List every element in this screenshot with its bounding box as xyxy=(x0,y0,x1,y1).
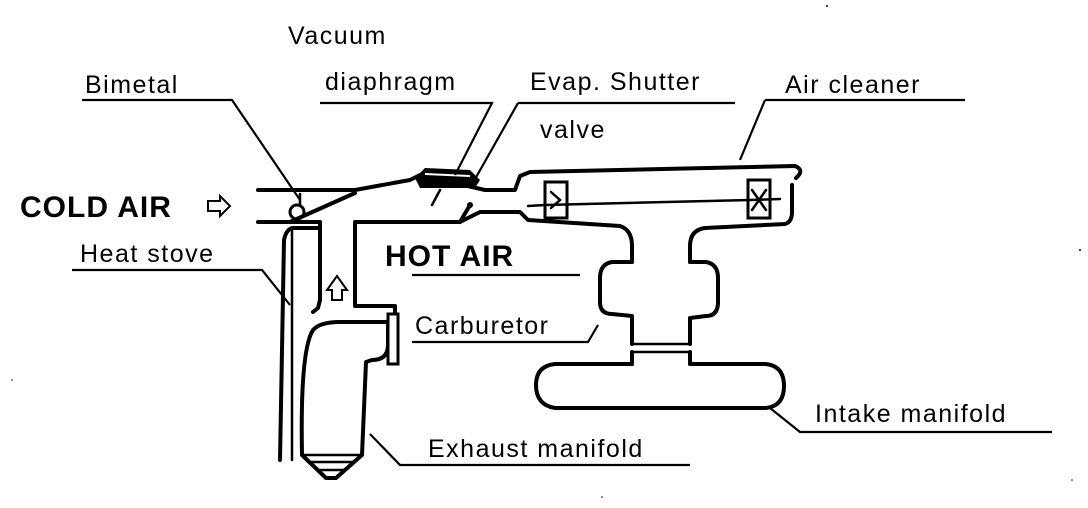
exhaust-manifold xyxy=(299,312,400,480)
intake-manifold-label: Intake manifold xyxy=(815,400,1007,428)
filter-element-left xyxy=(543,180,569,220)
evap-valve-label: valve xyxy=(540,116,606,144)
evap-shutter-label: Evap. Shutter xyxy=(530,68,701,96)
air-cleaner-label: Air cleaner xyxy=(785,71,921,99)
exhaust-manifold-label: Exhaust manifold xyxy=(428,435,644,463)
carburetor xyxy=(598,260,720,366)
bimetal-label: Bimetal xyxy=(85,71,179,99)
cold-air-label: COLD AIR xyxy=(20,191,172,224)
vacuum-label-line1: Vacuum xyxy=(288,22,387,50)
hot-air-label: HOT AIR xyxy=(385,240,514,273)
evap-shutter-valve xyxy=(458,202,473,224)
vacuum-label-line2: diaphragm xyxy=(325,68,457,96)
leader-lines xyxy=(72,98,1052,467)
bimetal-flap xyxy=(288,191,357,224)
scan-speckles xyxy=(11,5,1081,498)
carburetor-label: Carburetor xyxy=(415,312,550,340)
intake-manifold xyxy=(534,362,786,410)
vacuum-diaphragm xyxy=(415,168,480,207)
heat-stove xyxy=(278,220,397,462)
filter-element-right xyxy=(746,178,772,220)
hot-air-arrow-icon xyxy=(325,274,349,301)
cold-air-arrow-icon xyxy=(207,193,232,219)
heat-stove-label: Heat stove xyxy=(80,240,215,268)
